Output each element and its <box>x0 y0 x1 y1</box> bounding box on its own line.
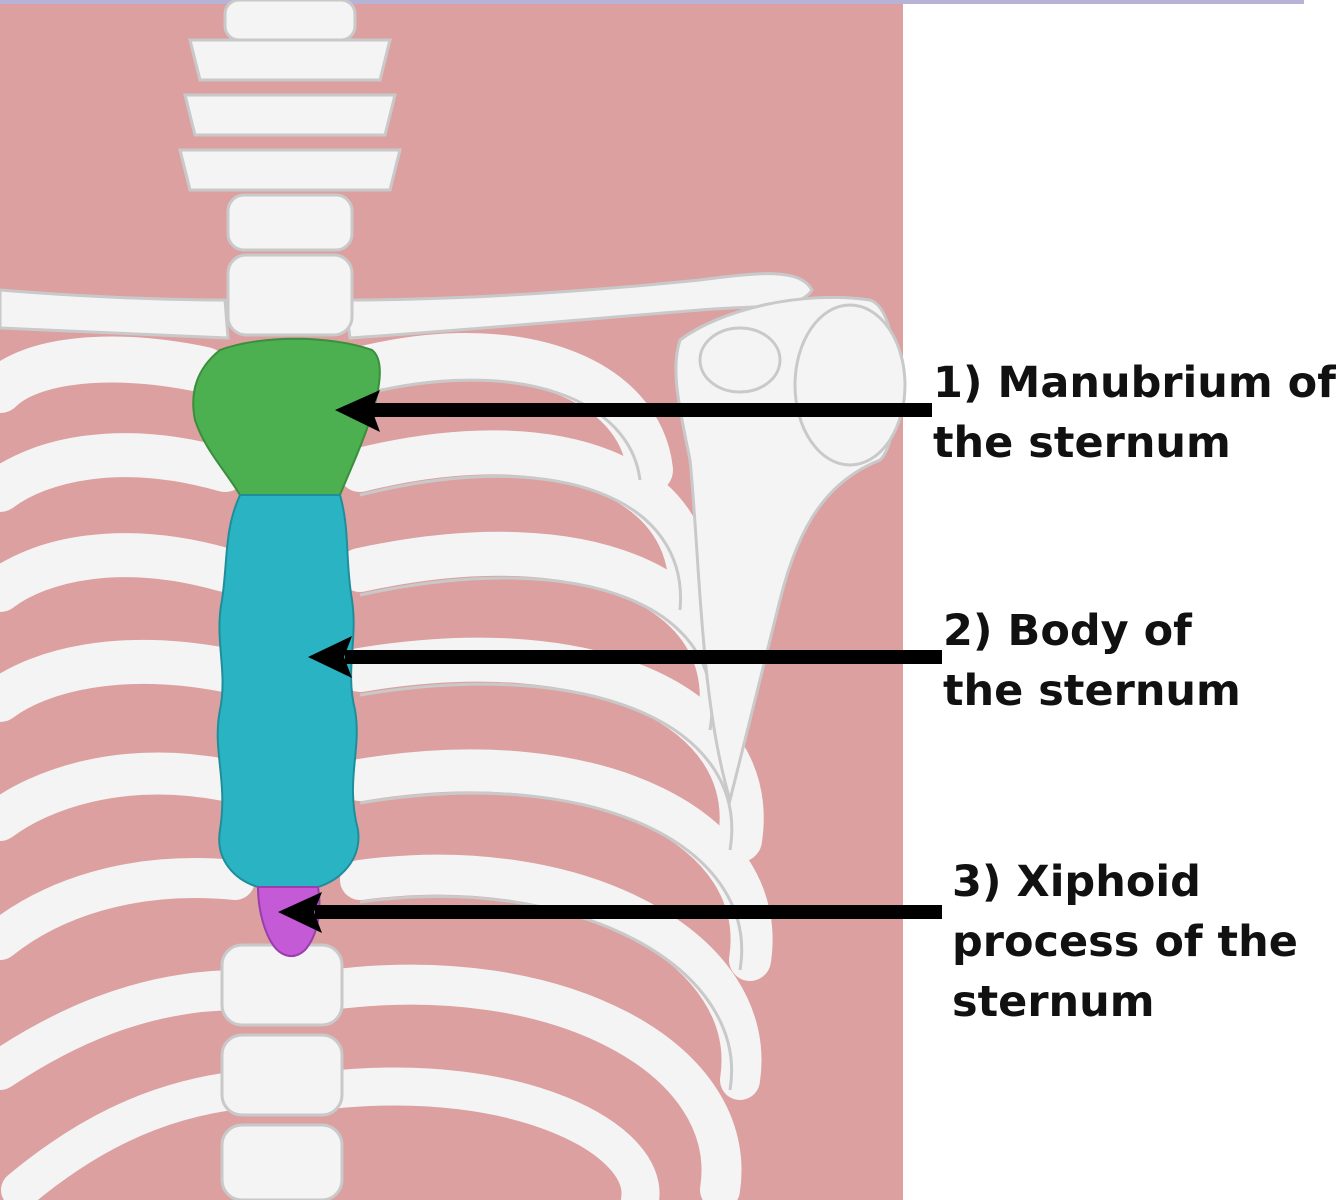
clavicles <box>0 272 814 340</box>
body-of-sternum <box>216 494 360 888</box>
anatomy-illustration <box>0 0 1304 1200</box>
label-xiphoid-line-3: sternum <box>952 977 1155 1027</box>
label-xiphoid-line-1: 3) Xiphoid <box>952 857 1201 907</box>
ribs-right-shadow <box>359 378 744 1091</box>
manubrium-of-sternum <box>192 337 381 496</box>
cervical-spine <box>178 0 402 337</box>
label-xiphoid: 3) Xiphoid process of the sternum <box>952 852 1298 1032</box>
label-manubrium-line-1: 1) Manubrium of <box>933 358 1336 408</box>
ribs-left <box>0 336 260 1200</box>
label-xiphoid-line-2: process of the <box>952 917 1298 967</box>
label-body: 2) Body of the sternum <box>943 601 1241 721</box>
label-body-line-2: the sternum <box>943 666 1241 716</box>
thoracic-spine <box>220 943 344 1200</box>
arrow-2-head <box>308 636 352 678</box>
shoulder-joint <box>674 295 907 806</box>
page-top-border <box>0 0 1304 4</box>
arrow-1-head <box>335 390 380 432</box>
label-manubrium-line-2: the sternum <box>933 418 1231 468</box>
label-body-line-1: 2) Body of <box>943 606 1192 656</box>
arrows <box>278 390 942 933</box>
arrow-3-head <box>278 892 322 933</box>
label-manubrium: 1) Manubrium of the sternum <box>933 353 1336 473</box>
